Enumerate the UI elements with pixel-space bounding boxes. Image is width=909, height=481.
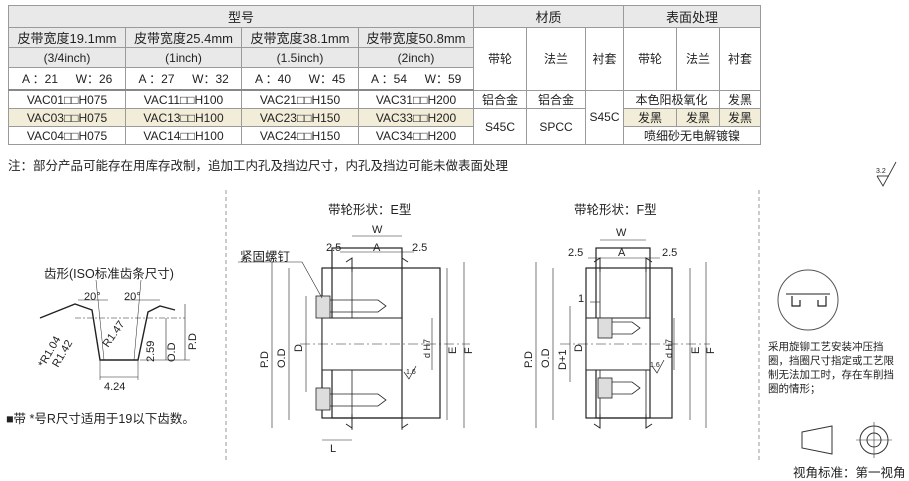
surface-flange-col: 法兰: [676, 27, 720, 91]
header-model: 型号: [8, 5, 474, 28]
f-type-title: 带轮形状：F型: [574, 203, 657, 217]
table-cell: VAC03□□H075: [8, 108, 126, 127]
table-cell: 发黑: [719, 108, 761, 127]
svg-text:F: F: [463, 347, 475, 354]
table-cell: 铝合金: [473, 89, 527, 109]
table-note: 注：部分产品可能存在用库存改制，追加工内孔及挡边尺寸，内孔及挡边可能未做表面处理: [8, 159, 509, 173]
f-type-drawing: W A 2.5 2.5 1 P.D O.D D+1 D E F d H7 1.6: [523, 227, 717, 429]
width-title-2: 皮带宽度25.4mm: [125, 27, 242, 48]
width-inch-3: (1.5inch): [241, 47, 359, 68]
svg-text:2.5: 2.5: [412, 242, 427, 254]
table-cell: 发黑: [676, 108, 720, 127]
table-cell: 本色阳极氧化: [623, 89, 720, 109]
svg-text:A: A: [618, 247, 626, 259]
surface-pulley-col: 带轮: [623, 27, 677, 91]
svg-text:W: W: [372, 224, 383, 236]
surface-bush-col: 衬套: [719, 27, 761, 91]
width-inch-2: (1inch): [125, 47, 242, 68]
roughness-icon: 3.2: [876, 161, 897, 187]
material-bush-col: 衬套: [585, 27, 624, 91]
header-material: 材质: [473, 5, 624, 28]
svg-text:20°: 20°: [84, 291, 101, 303]
svg-text:F: F: [705, 347, 717, 354]
ring-detail-icon: [777, 269, 839, 331]
svg-text:d H7: d H7: [422, 339, 432, 358]
table-cell: S45C: [585, 89, 624, 145]
svg-text:O.D: O.D: [276, 348, 288, 368]
svg-text:20°: 20°: [124, 291, 141, 303]
header-surface: 表面处理: [623, 5, 761, 28]
svg-text:E: E: [447, 347, 459, 354]
table-cell: VAC14□□H100: [125, 126, 242, 145]
view-standard: 视角标准：第一视角: [793, 466, 906, 480]
table-cell: S45C: [473, 108, 527, 145]
tooth-profile: 20° 20° *R1.04 R1.42 R1.47 2.59 O.D P.D …: [36, 279, 199, 393]
svg-text:4.24: 4.24: [104, 381, 125, 393]
width-inch-1: (3/4inch): [8, 47, 126, 68]
svg-text:1: 1: [578, 293, 584, 305]
first-angle-projection-icon: [801, 422, 892, 458]
table-cell: 铝合金: [526, 89, 586, 109]
svg-text:O.D: O.D: [540, 348, 552, 368]
material-flange-col: 法兰: [526, 27, 586, 91]
ring-note: 采用旋铆工艺安装冲压挡圈，挡圈尺寸指定或工艺限制无法加工时，存在车削挡圈的情形；: [768, 341, 894, 395]
table-cell: VAC24□□H150: [241, 126, 359, 145]
tooth-title: 齿形(ISO标准齿条尺寸): [44, 267, 174, 281]
svg-text:P.D: P.D: [259, 351, 271, 368]
svg-text:D: D: [293, 344, 305, 352]
svg-text:D+1: D+1: [557, 350, 569, 371]
svg-text:E: E: [690, 347, 702, 354]
svg-text:W: W: [616, 227, 627, 239]
svg-text:A: A: [373, 242, 381, 254]
e-type-drawing: W A 2.5 2.5 P.D O.D D E F d H7 1.6 L: [238, 224, 475, 455]
e-type-title: 带轮形状：E型: [328, 203, 412, 217]
svg-text:O.D: O.D: [166, 342, 178, 362]
width-title-3: 皮带宽度38.1mm: [241, 27, 359, 48]
svg-text:P.D: P.D: [523, 351, 535, 368]
svg-text:P.D: P.D: [187, 333, 199, 350]
svg-text:2.59: 2.59: [145, 341, 157, 362]
width-inch-4: (2inch): [358, 47, 474, 68]
table-cell: SPCC: [526, 108, 586, 145]
svg-text:d H7: d H7: [664, 339, 674, 358]
table-cell: 喷细砂无电解镀镍: [623, 126, 761, 145]
table-cell: VAC34□□H200: [358, 126, 474, 145]
svg-text:2.5: 2.5: [568, 247, 583, 259]
width-title-4: 皮带宽度50.8mm: [358, 27, 474, 48]
table-cell: VAC13□□H100: [125, 108, 242, 127]
tooth-footnote: ■带 *号R尺寸适用于19以下齿数。: [6, 412, 195, 426]
svg-text:D: D: [573, 344, 585, 352]
svg-text:3.2: 3.2: [876, 168, 886, 175]
spec-table: 型号 材质 表面处理 皮带宽度19.1mm 皮带宽度25.4mm 皮带宽度38.…: [8, 5, 761, 145]
set-screw-label: 紧固螺钉: [240, 250, 291, 264]
svg-text:R1.47: R1.47: [101, 319, 128, 350]
svg-text:1.6: 1.6: [650, 362, 660, 369]
svg-text:2.5: 2.5: [662, 247, 677, 259]
svg-text:1.6: 1.6: [406, 369, 416, 376]
table-cell: VAC04□□H075: [8, 126, 126, 145]
svg-text:2.5: 2.5: [326, 242, 341, 254]
table-cell: VAC11□□H100: [125, 89, 242, 109]
svg-text:L: L: [330, 443, 336, 455]
